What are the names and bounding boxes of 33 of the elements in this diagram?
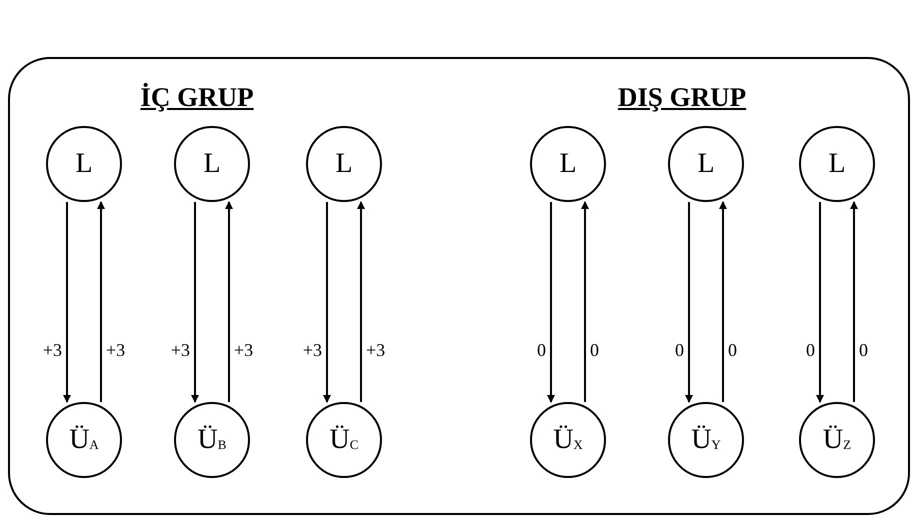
edge-label: +3 — [170, 341, 190, 359]
node-text: L — [559, 150, 577, 178]
edge-label: 0 — [537, 341, 546, 359]
node-text: L — [203, 150, 221, 178]
arrow — [581, 200, 589, 402]
node-text: L — [75, 150, 93, 178]
arrow — [97, 200, 105, 402]
edge-label: 0 — [806, 341, 815, 359]
arrow — [850, 200, 858, 402]
edge-label: +3 — [302, 341, 322, 359]
group-frame — [8, 57, 910, 515]
edge-label: +3 — [106, 341, 126, 359]
node-text: L — [697, 150, 715, 178]
arrow — [816, 202, 824, 404]
edge-label: +3 — [42, 341, 62, 359]
node-text: L — [335, 150, 353, 178]
arrow — [357, 200, 365, 402]
edge-label: 0 — [590, 341, 599, 359]
group-heading: İÇ GRUP — [140, 82, 254, 113]
arrow — [191, 202, 199, 404]
edge-label: 0 — [859, 341, 868, 359]
arrow — [719, 200, 727, 402]
group-heading: DIŞ GRUP — [618, 82, 746, 113]
edge-label: 0 — [675, 341, 684, 359]
edge-label: +3 — [366, 341, 386, 359]
arrow — [323, 202, 331, 404]
arrow — [225, 200, 233, 402]
edge-label: +3 — [234, 341, 254, 359]
arrow — [547, 202, 555, 404]
arrow — [63, 202, 71, 404]
node-text: L — [828, 150, 846, 178]
arrow — [685, 202, 693, 404]
edge-label: 0 — [728, 341, 737, 359]
